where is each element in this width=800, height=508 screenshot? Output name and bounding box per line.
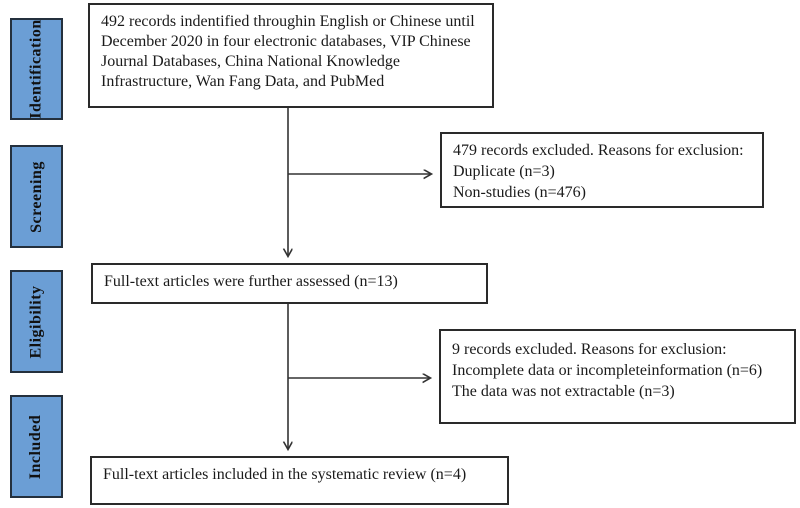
stage-eligibility-label: Eligibility bbox=[27, 284, 45, 359]
included-review-box: Full-text articles included in the syste… bbox=[90, 456, 509, 505]
stage-screening-label: Screening bbox=[27, 160, 45, 233]
excluded-eligibility-line-3: The data was not extractable (n=3) bbox=[452, 383, 675, 400]
stage-screening: Screening bbox=[10, 145, 63, 248]
stage-eligibility: Eligibility bbox=[10, 270, 63, 373]
records-identified-text: 492 records indentified throughin Englis… bbox=[101, 13, 475, 90]
full-text-assessed-box: Full-text articles were further assessed… bbox=[91, 263, 488, 304]
excluded-screening-line-1: 479 records excluded. Reasons for exclus… bbox=[453, 142, 744, 159]
stage-identification: Identification bbox=[10, 18, 63, 120]
stage-included: Included bbox=[10, 395, 63, 498]
excluded-screening-box: 479 records excluded. Reasons for exclus… bbox=[440, 132, 764, 208]
stage-identification-label: Identification bbox=[27, 19, 45, 119]
excluded-eligibility-line-2: Incomplete data or incompleteinformation… bbox=[452, 362, 763, 379]
excluded-screening-line-3: Non-studies (n=476) bbox=[453, 184, 587, 201]
excluded-eligibility-box: 9 records excluded. Reasons for exclusio… bbox=[439, 329, 796, 424]
excluded-screening-line-2: Duplicate (n=3) bbox=[453, 163, 555, 180]
included-review-text: Full-text articles included in the syste… bbox=[103, 466, 467, 483]
stage-included-label: Included bbox=[27, 414, 45, 479]
full-text-assessed-text: Full-text articles were further assessed… bbox=[104, 273, 398, 290]
records-identified-box: 492 records indentified throughin Englis… bbox=[88, 3, 494, 108]
excluded-eligibility-line-1: 9 records excluded. Reasons for exclusio… bbox=[452, 341, 727, 358]
